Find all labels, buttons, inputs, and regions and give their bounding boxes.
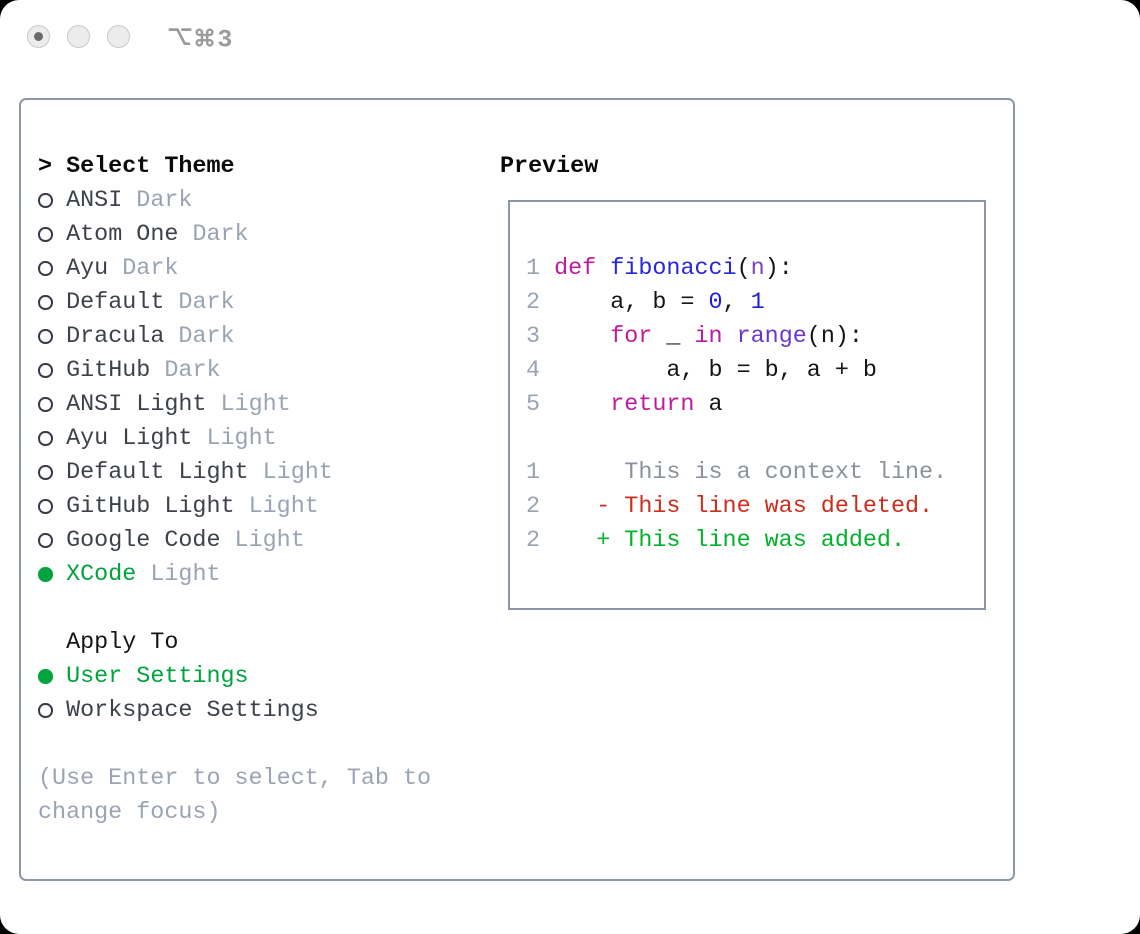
svg-text:3: 3 bbox=[217, 25, 232, 54]
